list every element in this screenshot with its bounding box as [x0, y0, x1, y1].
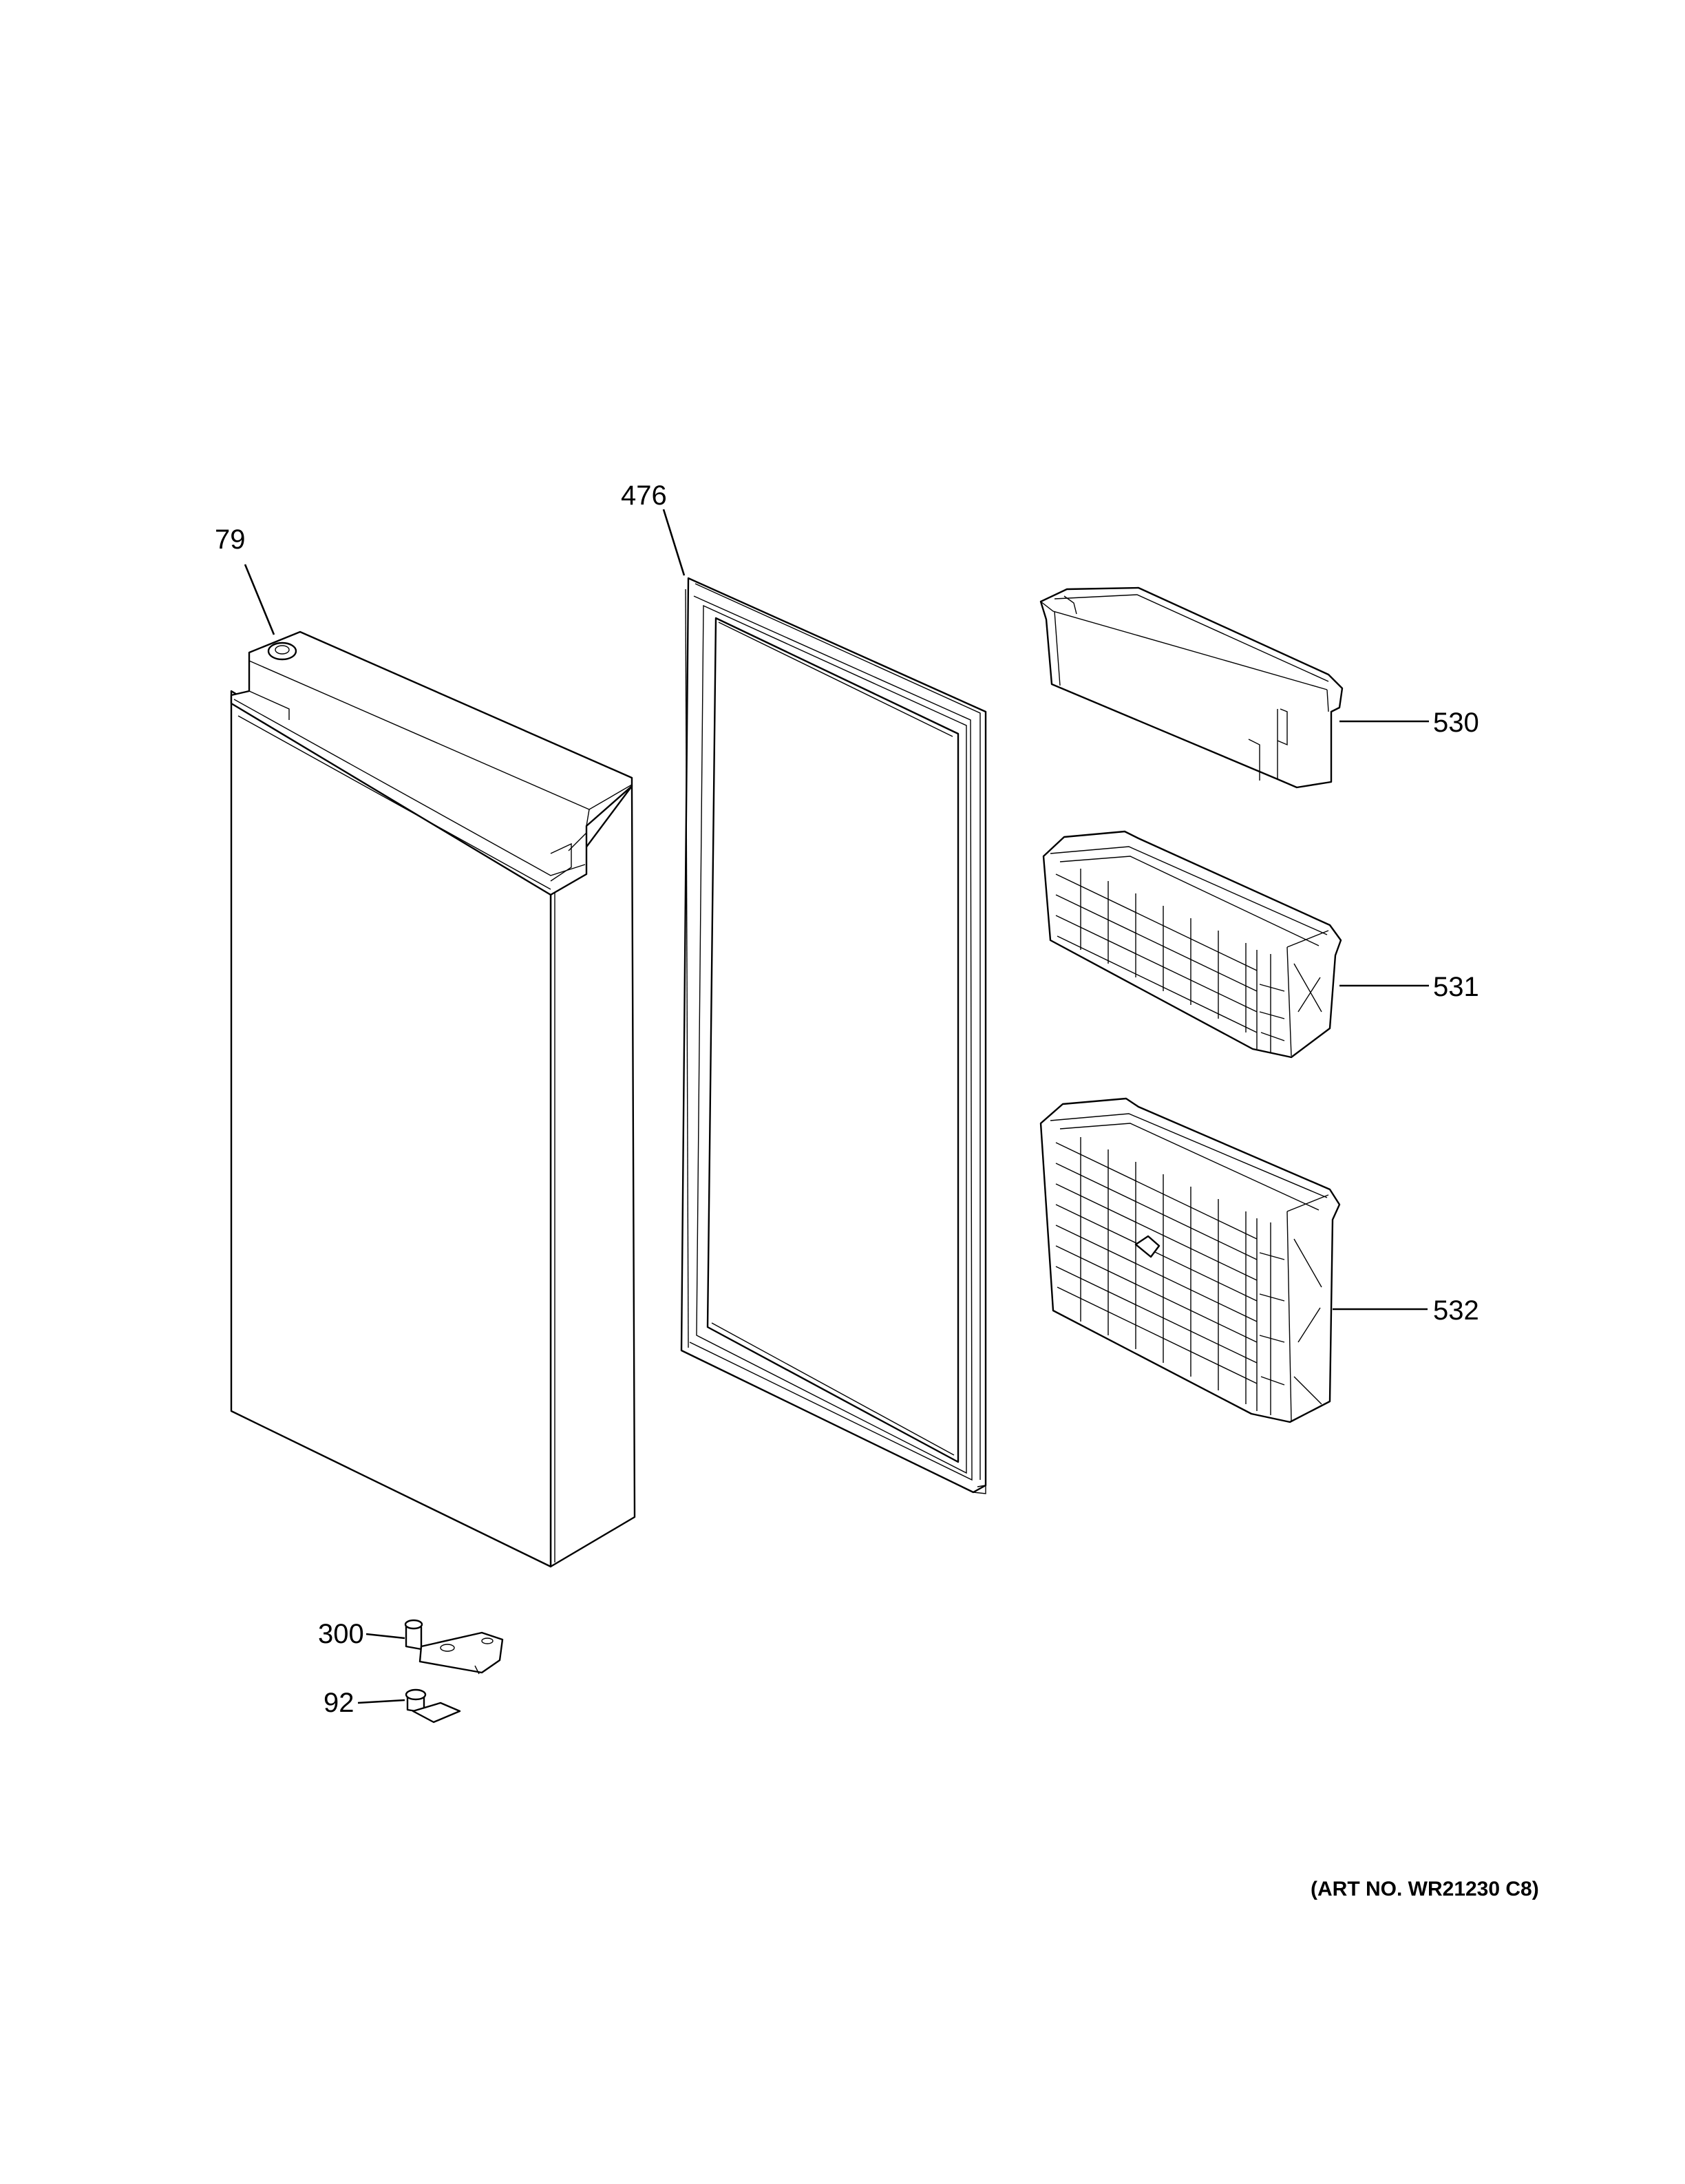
- callout-300: 300: [318, 1619, 364, 1649]
- hinge-300: [404, 1619, 504, 1675]
- leader-476: [662, 509, 686, 576]
- door-gasket: [680, 577, 987, 1494]
- callout-79: 79: [215, 524, 246, 555]
- callout-531: 531: [1433, 972, 1479, 1002]
- callout-532: 532: [1433, 1295, 1479, 1326]
- callout-92: 92: [324, 1688, 354, 1718]
- leader-92: [357, 1699, 405, 1704]
- hinge-92: [405, 1688, 461, 1724]
- leader-300: [365, 1633, 405, 1640]
- door-bin-532: [1039, 1097, 1341, 1423]
- door-bin-530: [1039, 586, 1344, 789]
- art-number: (ART NO. WR21230 C8): [1311, 1878, 1539, 1900]
- leader-79: [244, 564, 275, 635]
- door-panel: [230, 630, 636, 1568]
- callout-476: 476: [621, 480, 667, 511]
- callout-530: 530: [1433, 708, 1479, 738]
- door-bin-531: [1042, 830, 1342, 1059]
